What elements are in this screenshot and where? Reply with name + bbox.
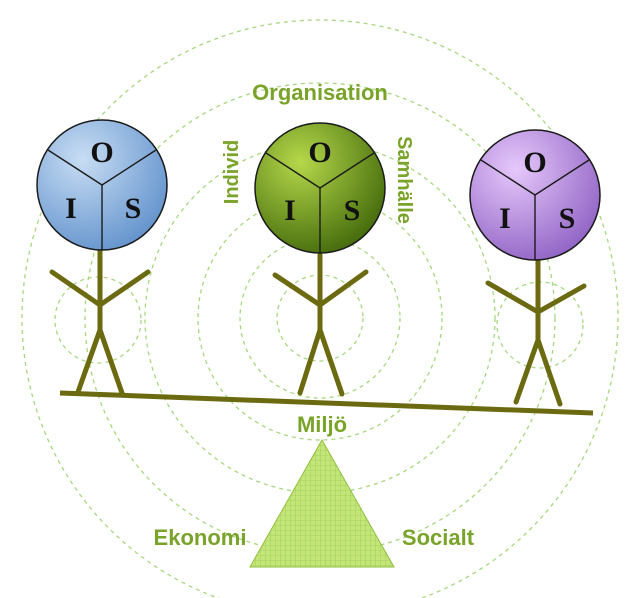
- letter-o-left: O: [90, 136, 113, 169]
- letter-o-middle: O: [308, 136, 331, 169]
- label-organisation: Organisation: [252, 80, 388, 105]
- label-socialt: Socialt: [402, 525, 475, 550]
- letter-o-right: O: [523, 146, 546, 179]
- head-left: O I S: [36, 119, 168, 251]
- stick-figure-right: [485, 252, 587, 407]
- outer-circle: [21, 19, 619, 598]
- balance-beam: [59, 390, 594, 416]
- label-samhalle: Samhälle: [393, 136, 415, 224]
- head-right: O I S: [469, 129, 601, 261]
- letter-i-middle: I: [284, 194, 296, 227]
- stick-figure-left: [49, 247, 151, 396]
- head-middle: O I S: [254, 122, 386, 254]
- stick-figure-middle: [272, 252, 369, 397]
- letter-i-right: I: [499, 202, 511, 235]
- circle-ring-4: [197, 195, 443, 441]
- letter-s-left: S: [125, 192, 142, 225]
- label-individ: Individ: [221, 140, 243, 204]
- letter-i-left: I: [65, 192, 77, 225]
- label-ekonomi: Ekonomi: [154, 525, 247, 550]
- letter-s-middle: S: [344, 194, 361, 227]
- letter-s-right: S: [559, 202, 576, 235]
- label-miljo: Miljö: [297, 412, 347, 437]
- fulcrum-triangle: [249, 438, 395, 568]
